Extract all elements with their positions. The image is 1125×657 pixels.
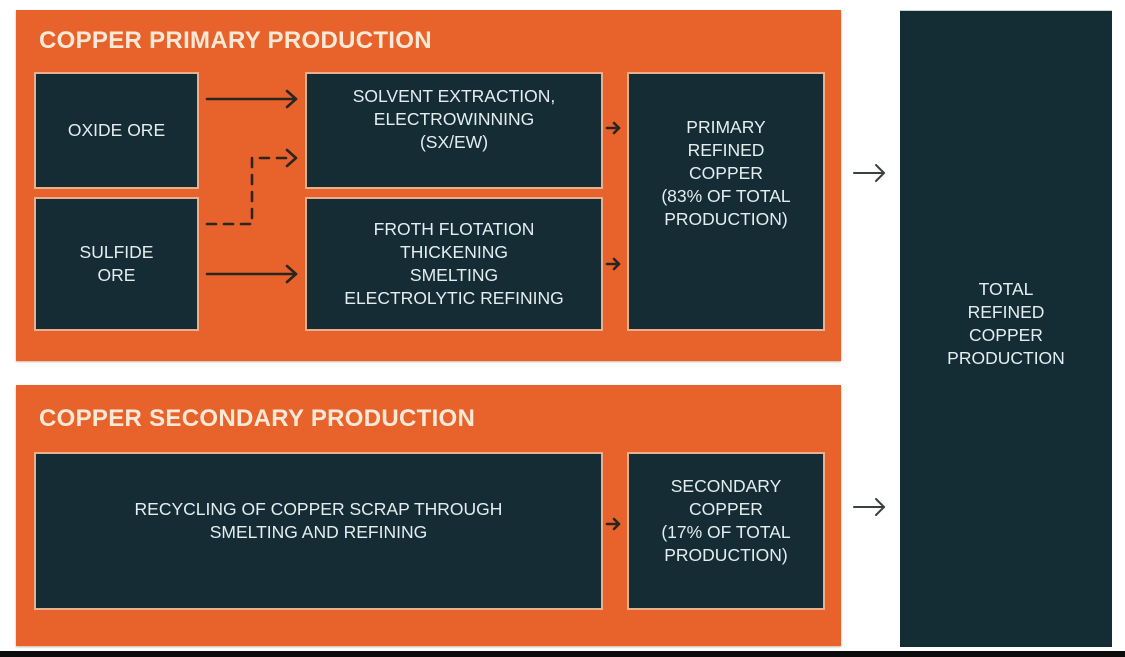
secondary-production-title: COPPER SECONDARY PRODUCTION (39, 405, 476, 432)
flotation-node: FROTH FLOTATION THICKENING SMELTING ELEC… (305, 197, 603, 331)
primary-refined-copper-node: PRIMARY REFINED COPPER (83% OF TOTAL PRO… (627, 72, 825, 331)
bottom-border (0, 651, 1125, 657)
arrow-recycling-to-secondary (605, 517, 621, 531)
arrow-flotation-to-primary (605, 257, 621, 271)
arrow-secondary-to-total (853, 498, 885, 516)
arrow-primary-to-total (853, 164, 885, 182)
arrow-sulfide-to-sxew-dashed (205, 148, 298, 226)
total-refined-copper-node: TOTAL REFINED COPPER PRODUCTION (900, 10, 1112, 647)
arrow-sxew-to-primary (605, 121, 621, 135)
recycling-node: RECYCLING OF COPPER SCRAP THROUGH SMELTI… (34, 452, 603, 610)
sulfide-ore-node: SULFIDE ORE (34, 197, 199, 331)
primary-production-title: COPPER PRIMARY PRODUCTION (39, 27, 432, 54)
arrow-sulfide-to-flotation (205, 264, 298, 284)
oxide-ore-node: OXIDE ORE (34, 72, 199, 189)
secondary-copper-node: SECONDARY COPPER (17% OF TOTAL PRODUCTIO… (627, 452, 825, 610)
arrow-oxide-to-sxew (205, 89, 298, 109)
sxew-node: SOLVENT EXTRACTION, ELECTROWINNING (SX/E… (305, 72, 603, 189)
